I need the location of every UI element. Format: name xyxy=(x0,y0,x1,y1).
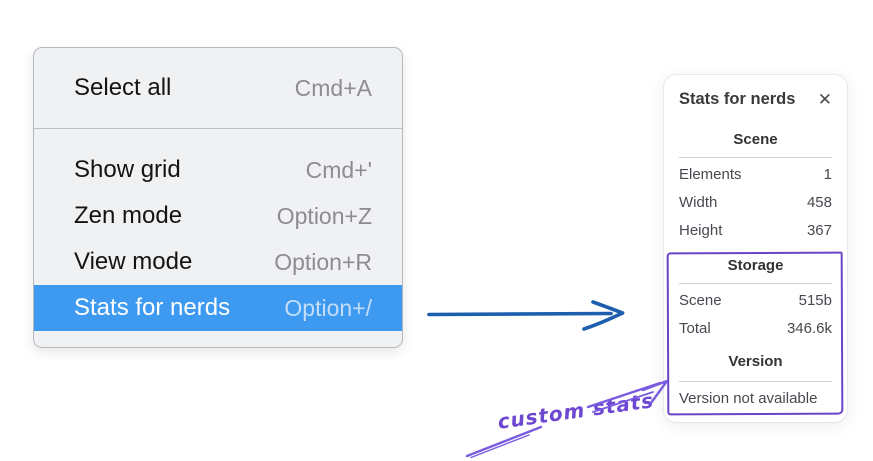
menu-item-zen-mode[interactable]: Zen mode Option+Z xyxy=(34,193,402,239)
version-note: Version not available xyxy=(679,390,818,407)
stat-row-width: Width 458 xyxy=(679,189,832,217)
stat-label: Width xyxy=(679,194,718,211)
menu-item-shortcut: Option+Z xyxy=(276,202,372,229)
menu-item-shortcut: Option+R xyxy=(274,248,372,275)
menu-item-shortcut: Cmd+A xyxy=(294,74,372,101)
stat-label: Scene xyxy=(679,292,722,309)
stat-value: 515b xyxy=(798,292,832,309)
stats-panel-header: Stats for nerds ✕ xyxy=(679,85,832,113)
menu-item-shortcut: Option+/ xyxy=(284,294,372,321)
menu-item-stats-for-nerds[interactable]: Stats for nerds Option+/ xyxy=(34,285,402,331)
menu-item-label: Select all xyxy=(74,74,172,101)
menu-item-label: Show grid xyxy=(74,156,181,183)
stat-value: 346.6k xyxy=(786,320,832,337)
storage-section-heading: Storage xyxy=(727,257,784,274)
menu-item-label: Stats for nerds xyxy=(74,294,231,321)
stat-value: 1 xyxy=(823,166,832,183)
stat-label: Elements xyxy=(679,166,742,183)
storage-rows: Scene 515b Total 346.6k xyxy=(679,287,832,343)
stat-row-elements: Elements 1 xyxy=(679,161,832,189)
stat-label: Total xyxy=(679,320,711,337)
version-section-heading: Version xyxy=(728,353,783,370)
stat-value: 458 xyxy=(806,194,832,211)
divider xyxy=(679,157,832,158)
context-menu: Select all Cmd+A Show grid Cmd+' Zen mod… xyxy=(33,47,403,348)
menu-item-label: View mode xyxy=(74,248,193,275)
stats-panel-title: Stats for nerds xyxy=(679,89,796,108)
stat-label: Height xyxy=(679,222,723,239)
menu-item-label: Zen mode xyxy=(74,202,183,229)
menu-section-bottom: Show grid Cmd+' Zen mode Option+Z View m… xyxy=(34,129,402,347)
annotation-text: custom stats xyxy=(496,388,656,434)
scene-section-heading: Scene xyxy=(733,131,778,148)
divider xyxy=(679,381,832,382)
arrow-right-icon xyxy=(427,300,625,331)
menu-item-show-grid[interactable]: Show grid Cmd+' xyxy=(34,147,402,193)
stats-panel: Stats for nerds ✕ Scene Elements 1 Width… xyxy=(663,74,848,423)
stat-value: 367 xyxy=(806,222,832,239)
menu-item-shortcut: Cmd+' xyxy=(305,156,372,183)
stat-row-height: Height 367 xyxy=(679,217,832,245)
close-icon[interactable]: ✕ xyxy=(817,89,832,109)
scene-rows: Elements 1 Width 458 Height 367 xyxy=(679,161,832,245)
divider xyxy=(679,283,832,284)
menu-item-view-mode[interactable]: View mode Option+R xyxy=(34,239,402,285)
stat-row-total-storage: Total 346.6k xyxy=(679,315,832,343)
menu-section-top: Select all Cmd+A xyxy=(34,48,402,129)
menu-item-select-all[interactable]: Select all Cmd+A xyxy=(34,65,402,111)
stat-row-scene-storage: Scene 515b xyxy=(679,287,832,315)
